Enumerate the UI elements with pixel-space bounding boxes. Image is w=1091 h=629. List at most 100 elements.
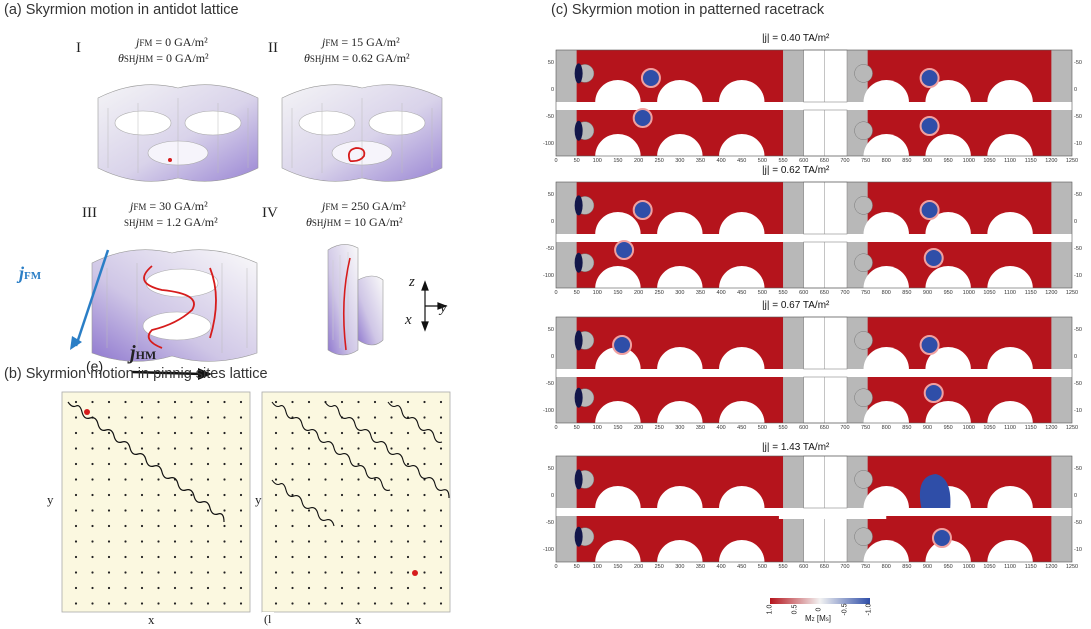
pinning-site — [239, 462, 243, 466]
pinning-lattice-figure — [61, 391, 451, 629]
pinning-site — [373, 509, 377, 512]
pinning-site — [140, 493, 144, 497]
x-tick-label: 200 — [634, 425, 643, 431]
pinning-site — [439, 462, 443, 466]
pinning-site — [239, 416, 243, 419]
pinning-site — [291, 555, 294, 559]
pinning-site — [324, 447, 327, 450]
b-ylabel-left: y — [47, 492, 54, 507]
x-tick-label: 750 — [861, 425, 870, 431]
pinning-site — [239, 509, 243, 512]
pinning-site — [190, 586, 193, 590]
x-tick-label: 750 — [861, 290, 870, 296]
pinning-site — [91, 493, 94, 497]
racetrack-edge — [556, 456, 577, 508]
pinning-site — [406, 555, 410, 559]
y-tick-left: -100 — [543, 141, 554, 147]
case-3-roman: III — [82, 205, 97, 221]
pinning-site — [307, 447, 311, 450]
x-tick-label: 550 — [778, 158, 787, 164]
pinning-site — [423, 571, 426, 574]
pinning-site — [74, 540, 78, 543]
pinning-site — [307, 524, 311, 528]
racetrack-edge — [556, 242, 577, 288]
pinning-site — [373, 571, 377, 574]
pinning-site — [124, 509, 127, 512]
pinning-site — [324, 586, 327, 590]
pinning-site — [157, 571, 160, 574]
x-tick-label: 1000 — [963, 158, 975, 164]
racetrack-edge — [783, 317, 804, 369]
case-4-roman: IV — [262, 205, 278, 221]
pinning-site — [439, 416, 443, 419]
row-4-label: |j| = 1.43 TA/m² — [762, 442, 830, 453]
pinning-site — [439, 602, 443, 605]
pinning-site — [157, 462, 160, 466]
pinning-site — [307, 478, 311, 481]
racetrack-notch — [925, 133, 971, 156]
skyrmion — [632, 200, 653, 220]
pinning-site — [124, 493, 127, 497]
pinning-site — [190, 493, 193, 497]
racetrack-edge — [1051, 242, 1072, 288]
pinning-site — [373, 586, 377, 590]
pinning-site — [124, 478, 127, 481]
edge-skyrmion — [574, 330, 583, 351]
pinning-site — [157, 400, 160, 404]
skyrmion — [923, 248, 944, 268]
pinning-site — [74, 555, 78, 559]
pinning-site — [406, 524, 410, 528]
trajectory-right-2 — [324, 401, 450, 499]
antidot-disc — [854, 196, 873, 215]
racetrack-notch — [595, 401, 641, 423]
x-tick-label: 0 — [554, 290, 557, 296]
racetrack-notch — [987, 80, 1033, 102]
y-tick-left: -100 — [543, 273, 554, 279]
racetrack-edge — [1051, 182, 1072, 234]
y-tick-left: 0 — [551, 219, 554, 225]
x-tick-label: 500 — [758, 425, 767, 431]
pinning-site — [340, 462, 344, 466]
pinning-site — [91, 431, 94, 435]
pinning-site — [324, 416, 327, 419]
pinning-site — [291, 400, 294, 404]
axis-y-label: y — [440, 300, 447, 316]
racetrack-notch — [719, 266, 765, 288]
pinning-site — [291, 478, 294, 481]
x-tick-label: 300 — [675, 564, 684, 570]
y-tick-left: 50 — [548, 466, 554, 472]
panel-c-title: (c) Skyrmion motion in patterned racetra… — [551, 2, 825, 18]
edge-skyrmion — [574, 526, 583, 547]
x-tick-label: 550 — [778, 290, 787, 296]
pinning-site — [190, 524, 193, 528]
trajectory-right-4 — [271, 479, 335, 527]
x-tick-label: 1050 — [983, 158, 995, 164]
pinning-site — [223, 416, 226, 419]
pinning-site — [439, 400, 443, 404]
pinning-site — [357, 602, 360, 605]
pinning-site — [439, 478, 443, 481]
row-1-label: |j| = 0.40 TA/m² — [762, 33, 830, 44]
pinning-site — [173, 493, 177, 497]
pinning-site — [357, 555, 360, 559]
x-tick-label: 350 — [696, 158, 705, 164]
pinning-site — [223, 462, 226, 466]
pinning-site — [291, 493, 294, 497]
pinning-site — [239, 540, 243, 543]
x-tick-label: 950 — [944, 564, 953, 570]
pinning-site — [340, 586, 344, 590]
x-tick-label: 1000 — [963, 564, 975, 570]
pinning-site — [307, 540, 311, 543]
racetrack-edge — [556, 110, 577, 156]
pinning-site — [190, 447, 193, 450]
pinning-site — [140, 555, 144, 559]
pinning-site — [307, 493, 311, 497]
racetrack-notch — [595, 212, 641, 234]
x-tick-label: 100 — [593, 425, 602, 431]
pinning-site — [439, 431, 443, 435]
pinning-site — [324, 431, 327, 435]
pinning-site — [423, 586, 426, 590]
pinning-site — [239, 555, 243, 559]
pinning-site — [340, 478, 344, 481]
pinning-site — [274, 555, 278, 559]
